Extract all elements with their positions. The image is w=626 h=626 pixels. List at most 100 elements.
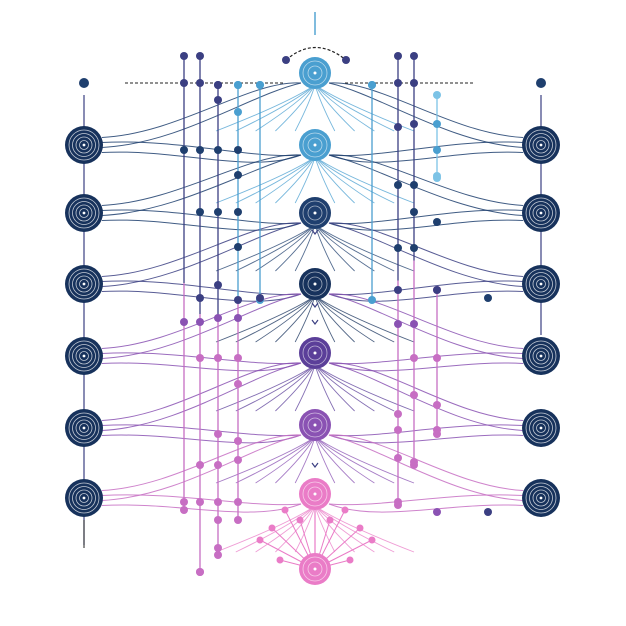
- dot-icon: [214, 81, 222, 89]
- dot-icon: [394, 320, 402, 328]
- left-wire: [101, 290, 302, 302]
- dot-icon: [410, 244, 418, 252]
- fan-strand: [215, 364, 316, 412]
- dot-icon: [394, 410, 402, 418]
- right-wire: [328, 151, 524, 163]
- dot-icon: [433, 401, 441, 409]
- fan-strand: [215, 295, 316, 343]
- dot-icon: [256, 81, 264, 89]
- fan-strand: [314, 156, 395, 204]
- concentric-node-icon: [65, 126, 103, 164]
- node-ring: [525, 482, 557, 514]
- dot-icon: [214, 146, 222, 154]
- fan-strand: [314, 84, 336, 132]
- left-wire: [101, 503, 302, 513]
- left-wire: [101, 434, 302, 501]
- left-wire: [101, 362, 302, 372]
- center-hub-icon: [299, 553, 331, 585]
- hub-ring: [307, 65, 323, 81]
- center-hub-icon: [299, 409, 331, 441]
- dot-icon: [214, 281, 222, 289]
- dot-icon: [268, 524, 276, 532]
- left-wire: [101, 154, 302, 216]
- fan-strand: [314, 505, 336, 553]
- fan-strand: [314, 224, 415, 272]
- fan-strand: [314, 224, 336, 272]
- dot-icon: [234, 296, 242, 304]
- right-wire: [328, 293, 524, 359]
- left-wire: [101, 209, 302, 225]
- right-wire: [328, 290, 524, 302]
- dot-icon: [410, 120, 418, 128]
- dot-icon: [79, 78, 89, 88]
- fan-strand: [275, 156, 316, 204]
- node-ring: [68, 482, 100, 514]
- dot-icon: [196, 294, 204, 302]
- node-ring: [532, 136, 550, 154]
- node-ring: [525, 268, 557, 300]
- fan-strand: [215, 224, 316, 272]
- fan-strand: [314, 156, 336, 204]
- left-wire: [101, 362, 302, 421]
- dot-icon: [281, 506, 289, 514]
- hub-ring: [307, 561, 323, 577]
- node-ring: [72, 416, 96, 440]
- dot-icon: [234, 380, 242, 388]
- dot-icon: [282, 56, 290, 64]
- hub-ring: [302, 200, 328, 226]
- fan-strand: [314, 364, 355, 412]
- hub-center: [313, 567, 317, 571]
- fan-strand: [314, 436, 395, 484]
- fan-strand: [314, 505, 395, 553]
- dot-icon: [394, 79, 402, 87]
- dot-icon: [234, 146, 242, 154]
- chevron-down-icon: [311, 302, 319, 308]
- hub-center: [313, 282, 317, 286]
- left-wire: [101, 280, 302, 296]
- dot-icon: [433, 218, 441, 226]
- dot-icon: [196, 79, 204, 87]
- dot-icon: [214, 551, 222, 559]
- fan-strand: [314, 295, 415, 343]
- dot-icon: [256, 536, 264, 544]
- fan-strand: [314, 156, 415, 204]
- fan-strand: [235, 364, 316, 412]
- concentric-node-icon: [65, 337, 103, 375]
- fan-strand: [294, 224, 316, 272]
- fan-strand: [275, 436, 316, 484]
- node-ring: [529, 133, 553, 157]
- right-wire: [328, 82, 524, 148]
- fan-strand: [235, 84, 316, 132]
- dot-icon: [410, 320, 418, 328]
- node-ring: [68, 412, 100, 444]
- right-wire: [328, 434, 524, 501]
- dot-icon: [410, 208, 418, 216]
- dot-icon: [326, 516, 334, 524]
- node-ring: [529, 201, 553, 225]
- hub-ring: [302, 271, 328, 297]
- dot-icon: [346, 556, 354, 564]
- fan-strand: [294, 436, 316, 484]
- node-ring: [525, 129, 557, 161]
- dot-icon: [394, 426, 402, 434]
- dot-icon: [196, 318, 204, 326]
- node-ring: [72, 486, 96, 510]
- dot-icon: [356, 524, 364, 532]
- dot-icon: [410, 79, 418, 87]
- left-wire: [101, 151, 302, 163]
- node-ring: [68, 340, 100, 372]
- chevron-down-icon: [311, 462, 319, 468]
- fan-strand: [314, 436, 336, 484]
- dot-icon: [484, 294, 492, 302]
- dot-icon: [368, 81, 376, 89]
- right-wire: [328, 434, 524, 491]
- node-ring: [72, 344, 96, 368]
- dot-icon: [341, 506, 349, 514]
- fan-strand: [314, 224, 395, 272]
- fan-strand: [294, 156, 316, 204]
- dot-icon: [196, 498, 204, 506]
- node-ring: [79, 351, 89, 361]
- left-wire: [101, 424, 302, 437]
- right-wire: [328, 222, 524, 277]
